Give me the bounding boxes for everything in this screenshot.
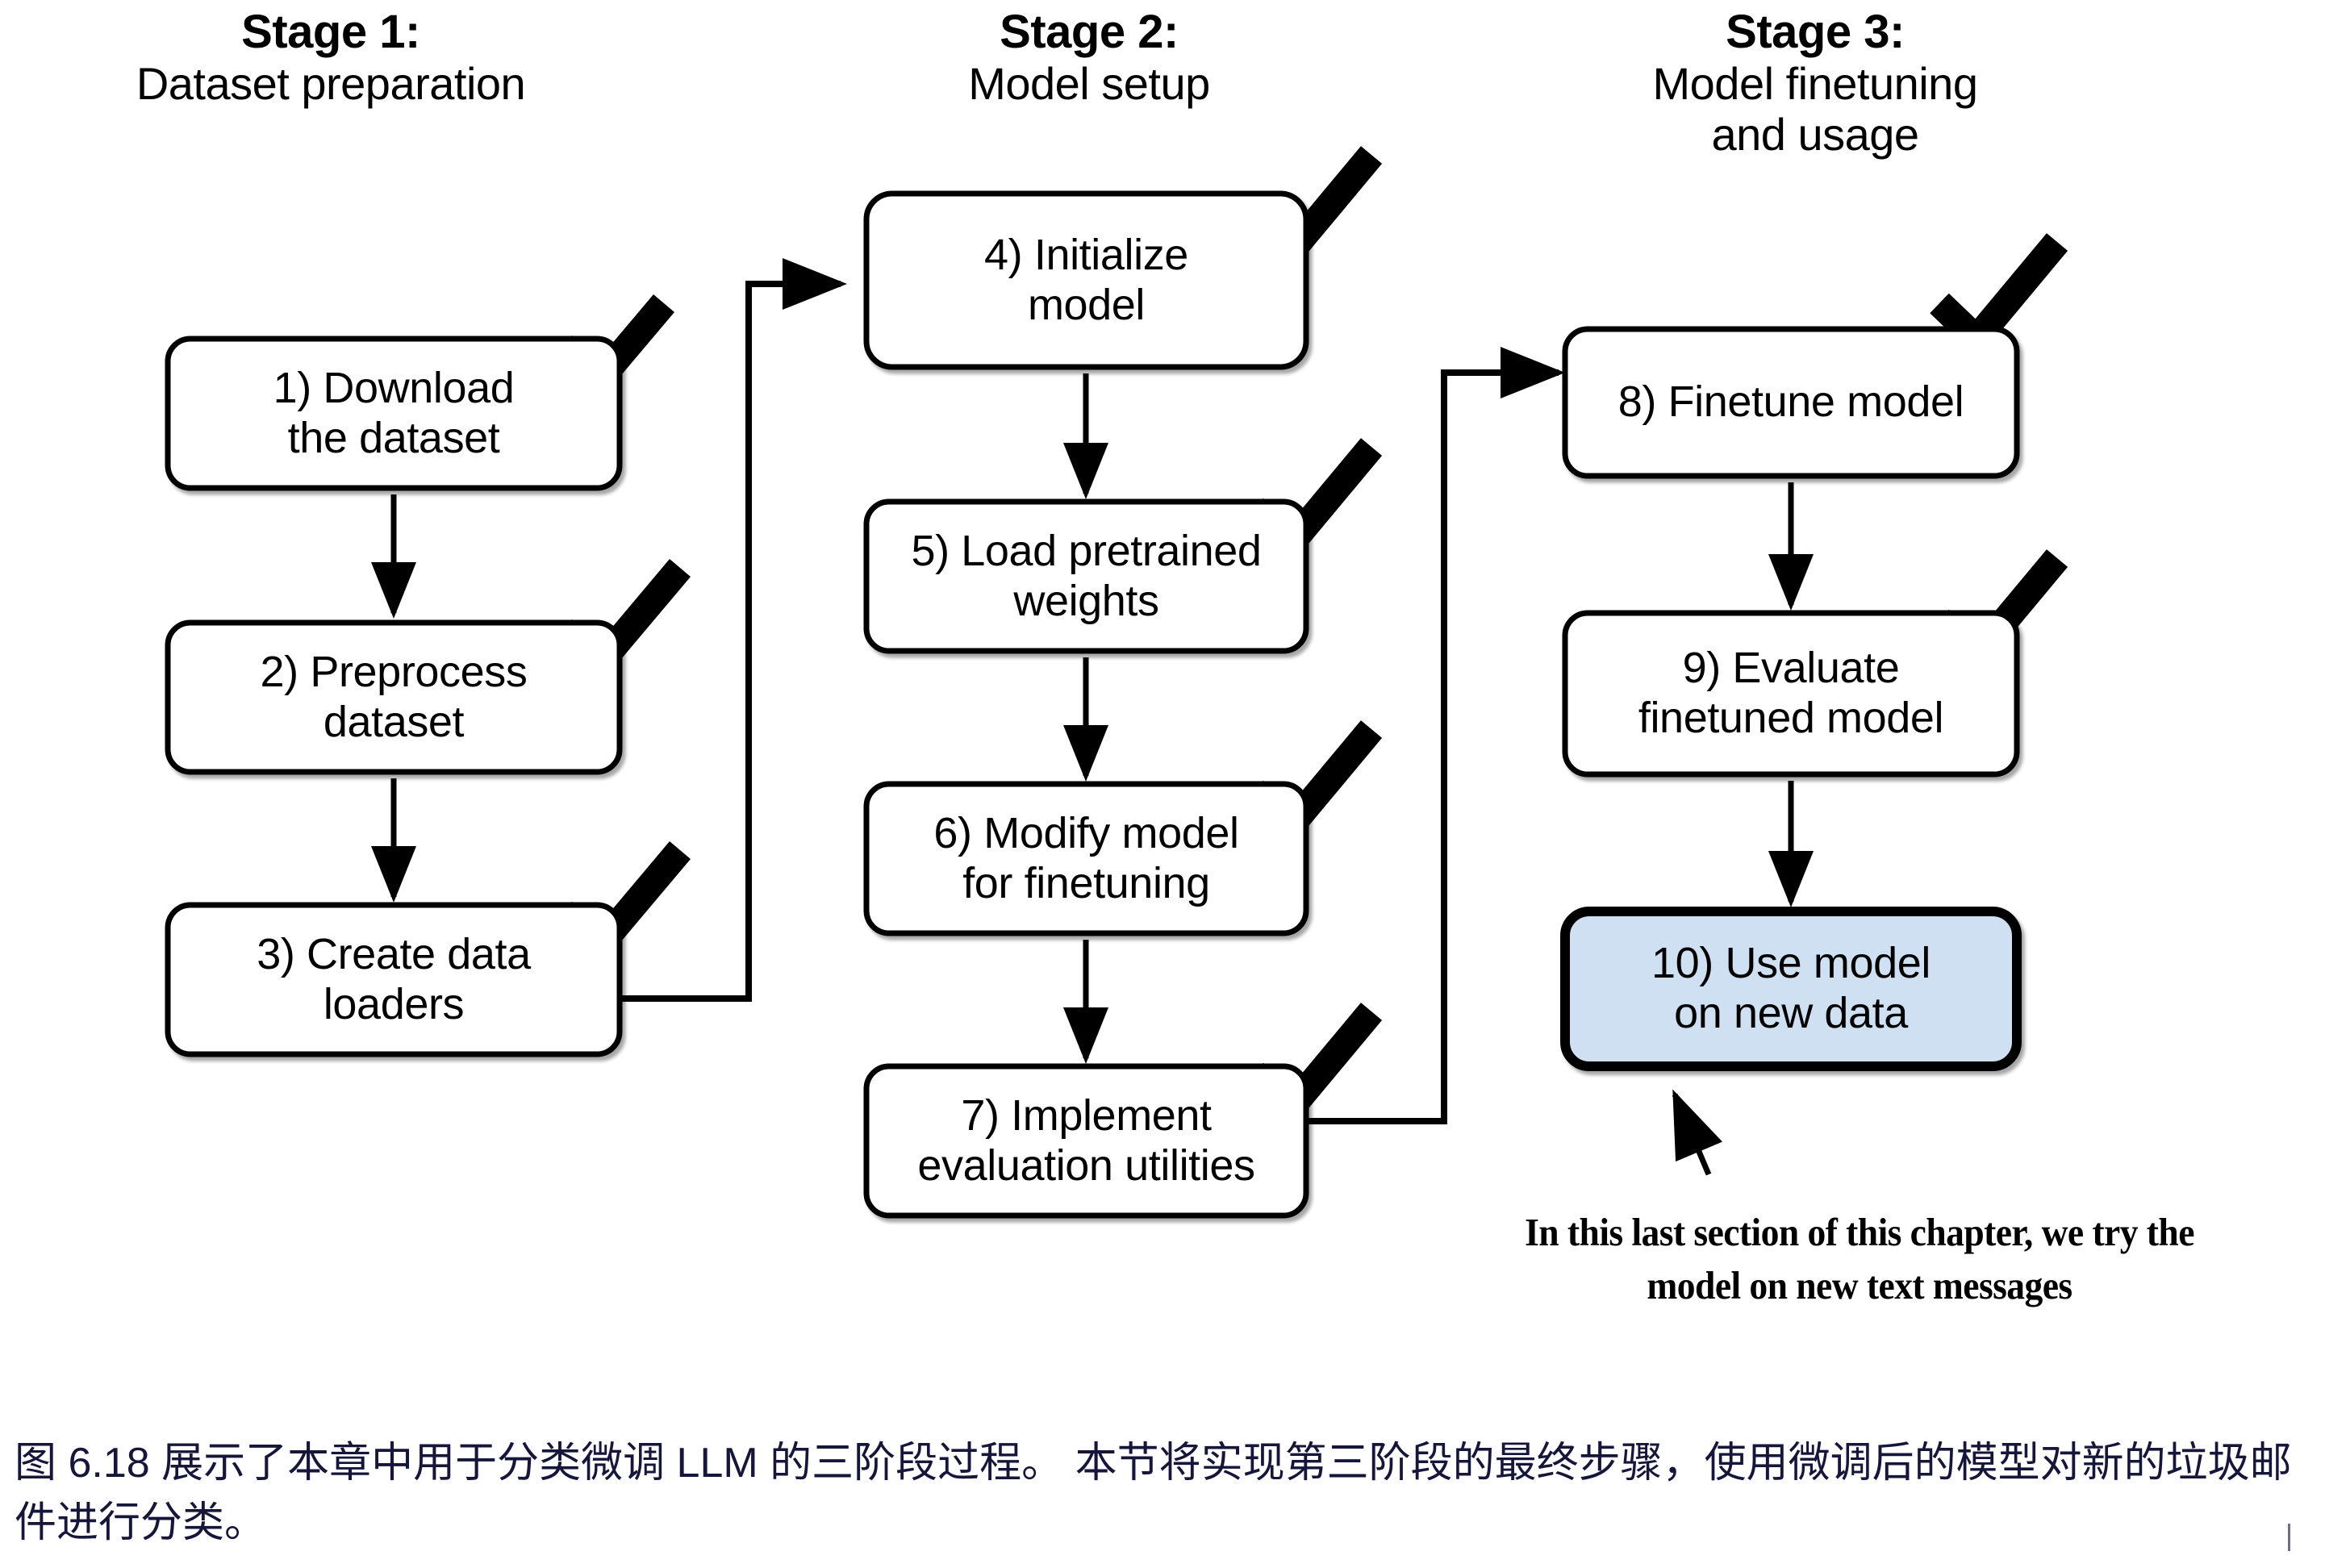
stage-title-1: Stage 1: Dataset preparation	[0, 6, 662, 110]
flowchart-canvas	[165, 146, 2068, 1219]
stage-2-line-1: Stage 2:	[1000, 6, 1179, 58]
node-box-step-2[interactable]	[165, 619, 623, 775]
annotation-arrow-icon	[1672, 1089, 1723, 1176]
stage-3-line-3: and usage	[1711, 108, 1919, 160]
stage-2-line-2: Model setup	[968, 57, 1210, 109]
stage-1-line-2: Dataset preparation	[136, 57, 526, 109]
stage-3-line-2: Model finetuning	[1652, 57, 1978, 109]
node-box-step-10[interactable]	[1560, 907, 2022, 1071]
annotation-line-1: In this last section of this chapter, we…	[1525, 1210, 2194, 1254]
node-box-step-6[interactable]	[863, 781, 1309, 936]
edge-step7-step8	[1306, 347, 1565, 1124]
annotation-text: In this last section of this chapter, we…	[1451, 1206, 2269, 1312]
check-icon-step-8	[1930, 233, 2068, 359]
annotation-line-2: model on new text messages	[1647, 1263, 2072, 1308]
figure-caption-text: 图 6.18 展示了本章中用于分类微调 LLM 的三阶段过程。 本节将实现第三阶…	[15, 1440, 2292, 1546]
edge-step3-step4	[620, 258, 847, 1002]
node-box-step-3[interactable]	[165, 902, 623, 1057]
node-box-step-4[interactable]	[863, 190, 1309, 370]
flowchart-figure: Stage 1: Dataset preparation Stage 2: Mo…	[0, 6, 2269, 1312]
stage-1-line-1: Stage 1:	[241, 6, 420, 58]
node-box-step-9[interactable]	[1562, 610, 2020, 778]
node-box-step-1[interactable]	[165, 336, 623, 491]
stage-title-2: Stage 2: Model setup	[799, 6, 1380, 110]
node-box-step-8[interactable]	[1562, 326, 2020, 479]
stage-title-3: Stage 3: Model finetuning and usage	[1501, 6, 2130, 160]
node-box-step-5[interactable]	[863, 498, 1309, 654]
node-box-step-7[interactable]	[863, 1063, 1309, 1219]
stage-3-line-1: Stage 3:	[1726, 6, 1905, 58]
figure-caption: 图 6.18 展示了本章中用于分类微调 LLM 的三阶段过程。 本节将实现第三阶…	[15, 1434, 2314, 1553]
text-caret	[2288, 1524, 2290, 1551]
